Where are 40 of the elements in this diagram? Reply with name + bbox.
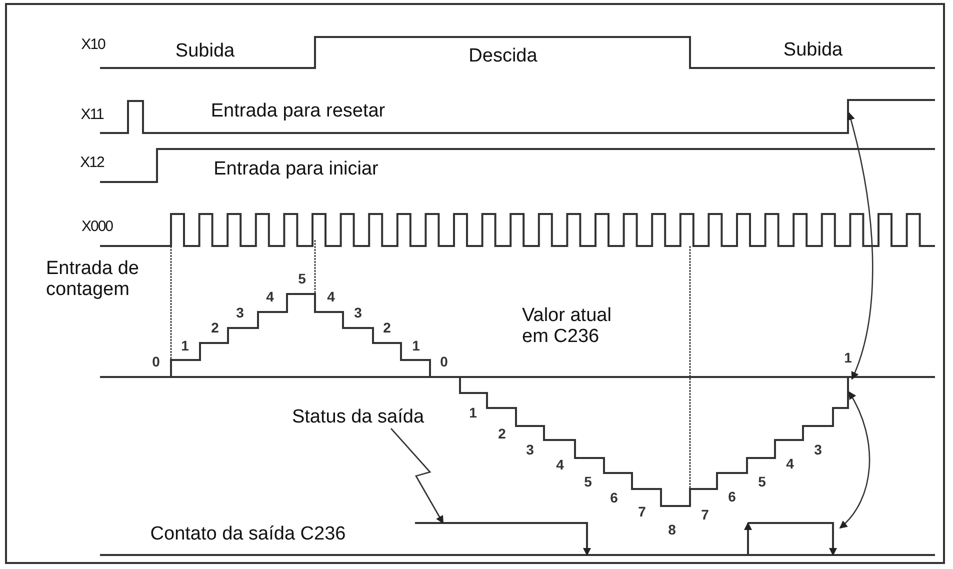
annotation-text: Entrada de contagem bbox=[46, 259, 140, 301]
count-value: 3 bbox=[526, 442, 534, 458]
count-value: 1 bbox=[181, 338, 189, 354]
annotation-text: Subida bbox=[783, 40, 843, 62]
annotation-text: Entrada para resetar bbox=[210, 102, 386, 122]
count-value: 4 bbox=[266, 289, 274, 305]
count-value: 0 bbox=[440, 354, 448, 370]
annotation-text: Valor atual em C236 bbox=[522, 306, 612, 348]
count-value: 2 bbox=[498, 426, 506, 442]
count-value: 8 bbox=[668, 522, 676, 538]
count-value: 2 bbox=[211, 320, 219, 336]
count-value: 5 bbox=[758, 474, 766, 490]
leader-line bbox=[390, 428, 444, 524]
count-value: 1 bbox=[844, 350, 852, 366]
annotation-text: Descida bbox=[468, 46, 538, 68]
output-signal-line bbox=[415, 522, 591, 556]
annotation-text: Entrada para iniciar bbox=[214, 160, 378, 180]
annotation-text: Contato da saída C236 bbox=[150, 524, 346, 546]
count-value: 5 bbox=[584, 474, 592, 490]
count-value: 6 bbox=[728, 489, 736, 505]
count-value: 6 bbox=[610, 490, 618, 506]
signal-name: X000 bbox=[81, 218, 113, 236]
count-value: 4 bbox=[786, 456, 794, 472]
count-value: 0 bbox=[152, 354, 160, 370]
count-value: 1 bbox=[412, 338, 420, 354]
count-value: 2 bbox=[383, 320, 391, 336]
signal-name: X10 bbox=[81, 36, 105, 54]
signal-name: X11 bbox=[80, 106, 104, 124]
count-value: 5 bbox=[298, 271, 306, 287]
count-value: 4 bbox=[327, 289, 335, 305]
count-value: 7 bbox=[701, 507, 709, 523]
count-value: 4 bbox=[556, 457, 564, 473]
annotation-text: Subida bbox=[175, 42, 235, 62]
count-value: 7 bbox=[638, 504, 646, 520]
annotation-text: Status da saída bbox=[292, 408, 424, 428]
count-value: 1 bbox=[469, 405, 477, 421]
signal-name: X12 bbox=[80, 154, 104, 172]
count-value: 3 bbox=[814, 442, 822, 458]
count-value: 3 bbox=[236, 305, 244, 321]
count-value: 3 bbox=[354, 305, 362, 321]
